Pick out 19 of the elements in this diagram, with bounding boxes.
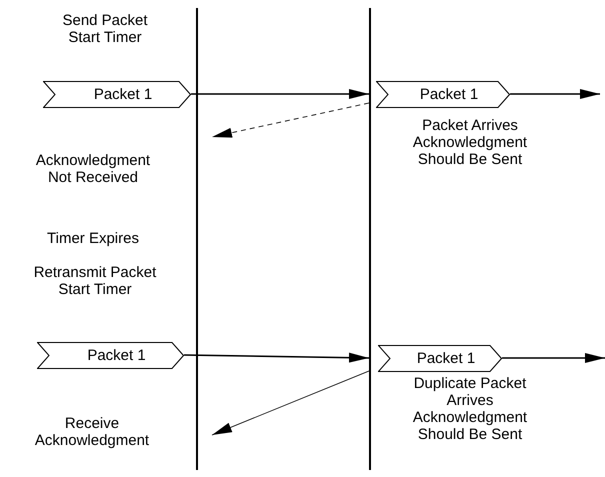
arrow <box>184 352 370 363</box>
arrow <box>502 353 605 363</box>
packet-chevron: Packet 1 <box>43 81 191 108</box>
event-note: Timer Expires <box>46 230 140 247</box>
event-note: Receive Acknowledgment <box>34 415 150 449</box>
arrow <box>191 89 369 99</box>
event-note: Duplicate Packet Arrives Acknowledgment Should Be Sent <box>412 375 528 443</box>
arrow <box>212 370 370 436</box>
lifeline <box>369 8 371 470</box>
event-note: Send Packet Start Timer <box>61 12 149 46</box>
arrow <box>212 102 370 138</box>
event-note: Packet Arrives Acknowledgment Should Be Sent <box>412 117 528 168</box>
packet-chevron: Packet 1 <box>376 81 510 108</box>
event-note: Acknowledgment Not Received <box>34 152 152 186</box>
arrow <box>510 89 600 99</box>
lifeline <box>196 8 198 470</box>
packet-chevron: Packet 1 <box>37 342 184 369</box>
event-note: Retransmit Packet Start Timer <box>32 264 158 298</box>
packet-chevron: Packet 1 <box>378 345 502 372</box>
